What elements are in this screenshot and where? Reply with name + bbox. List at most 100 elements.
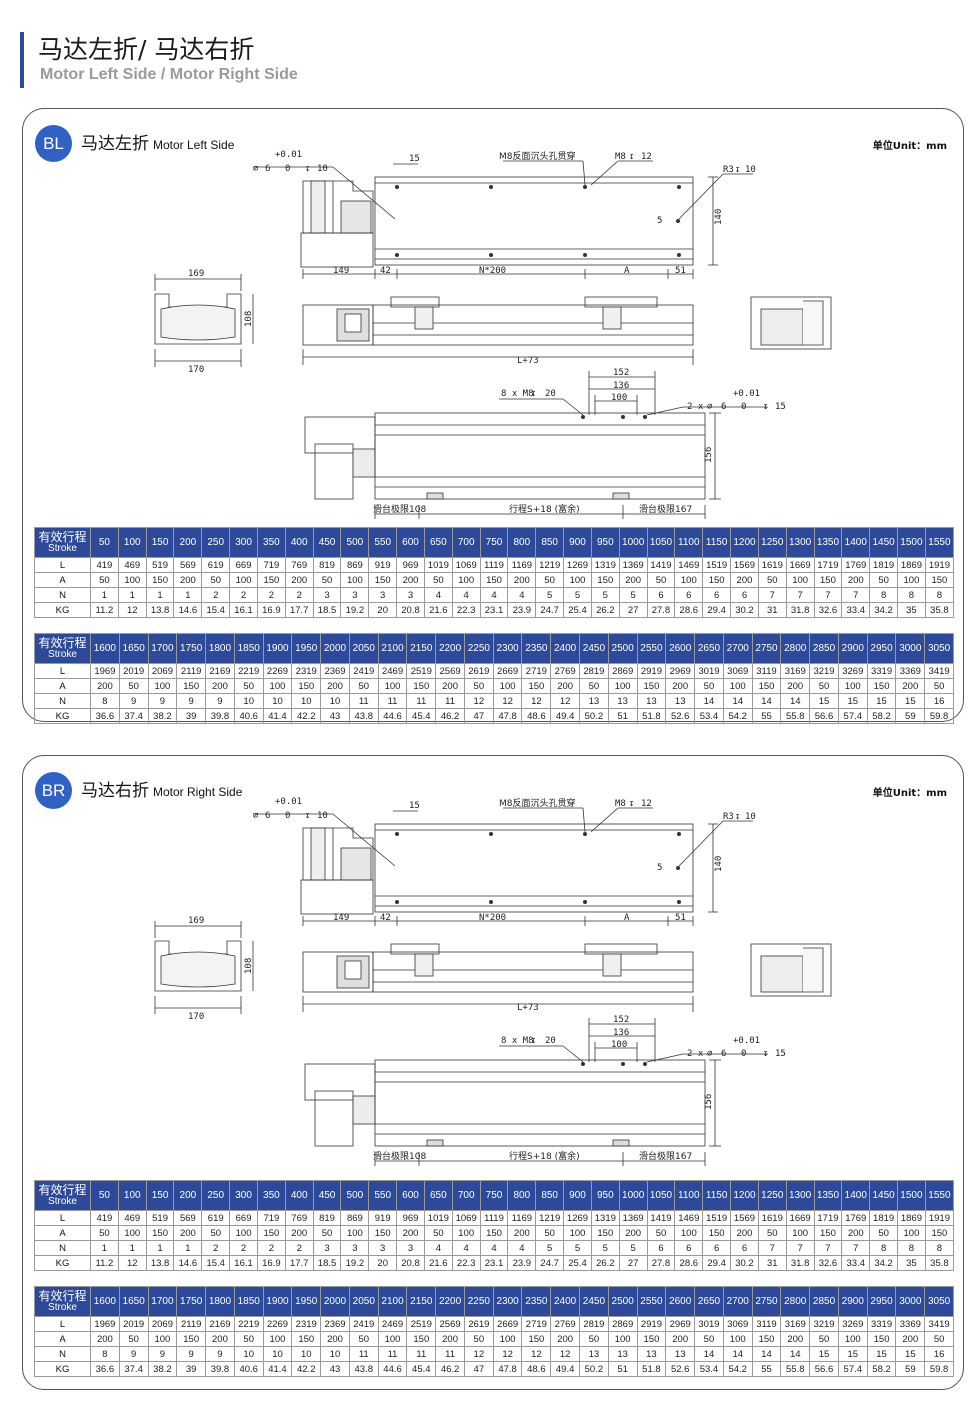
table-cell: 3269	[837, 1316, 868, 1332]
table-cell: 5	[590, 1240, 620, 1256]
dim-15: 15	[409, 154, 420, 164]
motor-base-plate	[300, 232, 374, 268]
end-view-right	[750, 296, 832, 350]
table-cell: 13.8	[145, 1255, 175, 1271]
table-cell: 100	[837, 1331, 868, 1347]
stroke-value: 2700	[722, 1286, 753, 1317]
table-cell: 2869	[607, 1316, 638, 1332]
table-cell: 50.2	[579, 1361, 609, 1377]
table-cell: 1369	[618, 557, 648, 573]
technical-drawing: +0.01 ∅ 6 0 ↧ 10 15 M8反面沉头孔贯穿 M8 ↧ 12 R3…	[154, 150, 832, 519]
table-cell: 14	[751, 1346, 782, 1362]
table-cell: 43	[320, 708, 350, 724]
dim-dia-symbol: ∅	[253, 811, 259, 821]
dim-hole-tol: 0	[285, 811, 290, 821]
table-cell: 6	[730, 587, 759, 603]
table-cell: 11.2	[90, 602, 119, 618]
table-cell: 150	[368, 1225, 398, 1241]
stroke-label-en: Stroke	[48, 1195, 77, 1207]
table-cell: 2169	[205, 663, 235, 679]
table-cell: 15.4	[201, 1255, 231, 1271]
table-cell: 150	[866, 1331, 897, 1347]
stroke-value: 100	[117, 527, 147, 558]
table-cell: 2169	[205, 1316, 235, 1332]
table-cell: 4	[451, 1240, 481, 1256]
table-cell: 15	[809, 693, 839, 709]
stroke-value: 2650	[694, 633, 724, 664]
table-cell: 519	[145, 1210, 175, 1226]
table-cell: 50	[757, 572, 787, 588]
table-cell: 28.6	[674, 1255, 704, 1271]
table-cell: 48.6	[521, 1361, 552, 1377]
stroke-value: 250	[201, 1180, 231, 1211]
table-cell: 14	[722, 1346, 753, 1362]
table-cell: 24.7	[535, 602, 565, 618]
table-cell: 16.1	[229, 602, 258, 618]
table-cell: 6	[646, 587, 676, 603]
unit-label: 单位Unit：mm	[872, 788, 947, 799]
table-cell: 200	[90, 1331, 120, 1347]
table-cell: 13	[665, 693, 696, 709]
stroke-value: 1600	[90, 633, 120, 664]
table-cell: 40.6	[233, 708, 264, 724]
rail-top-view	[374, 176, 694, 266]
table-cell: 11	[435, 693, 465, 709]
dim-12: 12	[641, 799, 652, 809]
dim-hole-dia: 6	[265, 811, 270, 821]
table-cell: 16	[924, 693, 954, 709]
table-cell: 37.4	[118, 1361, 149, 1377]
section-badge: BL	[35, 125, 72, 162]
table-cell: 150	[145, 1225, 175, 1241]
table-cell: 18.5	[312, 1255, 342, 1271]
table-cell: 50	[348, 1331, 379, 1347]
table-cell: 29.4	[702, 602, 732, 618]
table-cell: 919	[368, 557, 398, 573]
table-cell: 100	[229, 1225, 258, 1241]
table-cell: 51	[607, 708, 638, 724]
table-cell: 24.7	[535, 1255, 565, 1271]
table-cell: 7	[813, 587, 843, 603]
table-cell: 27	[618, 602, 648, 618]
dim-depth-symbol-2: ↧	[629, 799, 634, 809]
table-cell: 28.6	[674, 602, 704, 618]
table-cell: 719	[256, 1210, 286, 1226]
table-cell: 30.2	[730, 602, 759, 618]
table-cell: 35.8	[924, 1255, 955, 1271]
table-cell: 2	[201, 1240, 231, 1256]
table-cell: 14	[780, 1346, 811, 1362]
table-cell: 43.8	[348, 1361, 379, 1377]
table-cell: 50	[869, 572, 899, 588]
table-cell: 969	[396, 1210, 425, 1226]
table-cell: 19.2	[340, 602, 370, 618]
table-cell: 30.2	[730, 1255, 759, 1271]
table-cell: 50	[579, 678, 609, 694]
table-cell: 2	[201, 587, 231, 603]
dim-42: 42	[380, 266, 391, 276]
stroke-value: 2150	[406, 1286, 437, 1317]
dim-42: 42	[380, 913, 391, 923]
motor-base-plate	[300, 879, 374, 915]
motor-bottom-body	[314, 443, 354, 500]
table-cell: 200	[730, 1225, 759, 1241]
table-cell: 8	[90, 1346, 120, 1362]
stroke-value: 1900	[262, 633, 293, 664]
table-cell: 35	[897, 1255, 926, 1271]
dim-m8-thru: M8反面沉头孔贯穿	[499, 797, 576, 809]
table-cell: 50	[90, 1225, 119, 1241]
table-cell: 100	[117, 572, 147, 588]
table-cell: 100	[563, 572, 592, 588]
table-cell: 2019	[118, 1316, 149, 1332]
rail-bottom-view	[374, 1059, 706, 1147]
table-cell: 100	[897, 1225, 926, 1241]
stroke-value: 450	[312, 1180, 342, 1211]
table-cell: 200	[507, 572, 537, 588]
table-cell: 519	[145, 557, 175, 573]
table-cell: 46.2	[435, 708, 465, 724]
table-cell: 38.2	[147, 708, 178, 724]
table-cell: 42.2	[291, 708, 322, 724]
table-cell: 3419	[924, 1316, 954, 1332]
table-cell: 2769	[550, 663, 581, 679]
table-cell: 25.4	[563, 602, 592, 618]
